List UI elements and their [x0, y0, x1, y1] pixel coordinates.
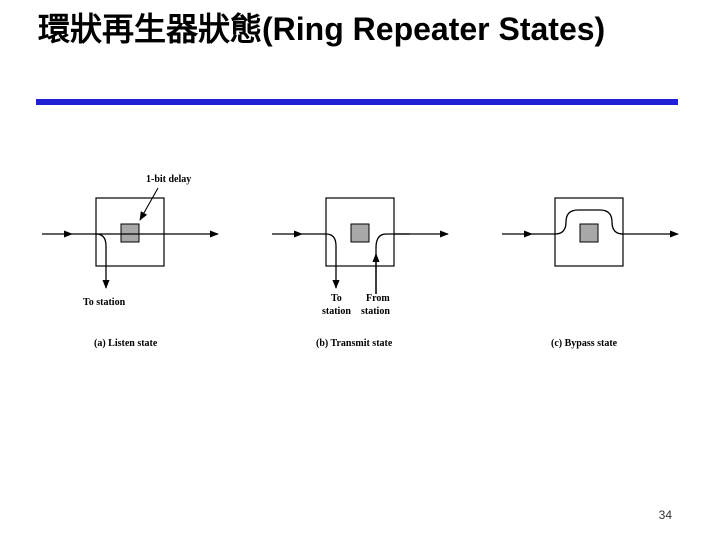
repeater-box [554, 197, 624, 267]
annotation-1-bit-delay: 1-bit delay [146, 174, 191, 185]
label-to-station-2: station [322, 306, 351, 317]
panel-listen: 1-bit delay To station (a) Listen state [42, 174, 219, 349]
slide-title: 環狀再生器狀態(Ring Repeater States) [38, 8, 678, 50]
panel-transmit: To station From station (b) Transmit sta… [272, 197, 449, 349]
delay-box [579, 223, 599, 243]
delay-box [120, 223, 140, 243]
to-station-arrow [95, 233, 110, 289]
ring-repeater-diagram: 1-bit delay To station (a) Listen state … [42, 174, 679, 349]
bypass-path [532, 209, 646, 235]
panel-bypass: (c) Bypass state [502, 197, 679, 349]
title-chinese: 環狀再生器狀態 [38, 11, 263, 47]
caption-bypass-state: (c) Bypass state [551, 338, 618, 349]
caption-transmit-state: (b) Transmit state [316, 338, 393, 349]
delay-pointer-arrow [139, 187, 159, 221]
title-rule [36, 99, 678, 105]
label-to: To [331, 293, 342, 304]
title-english: (Ring Repeater States) [262, 11, 606, 47]
to-station-arrow [325, 233, 340, 289]
page-number: 34 [658, 508, 672, 522]
repeater-box [95, 197, 165, 267]
label-from-station: station [361, 306, 390, 317]
label-to-station: To station [83, 297, 126, 308]
caption-listen-state: (a) Listen state [94, 338, 158, 349]
from-station-arrow [375, 233, 410, 294]
delay-box [350, 223, 370, 243]
repeater-box [325, 197, 395, 267]
label-from: From [366, 293, 390, 304]
